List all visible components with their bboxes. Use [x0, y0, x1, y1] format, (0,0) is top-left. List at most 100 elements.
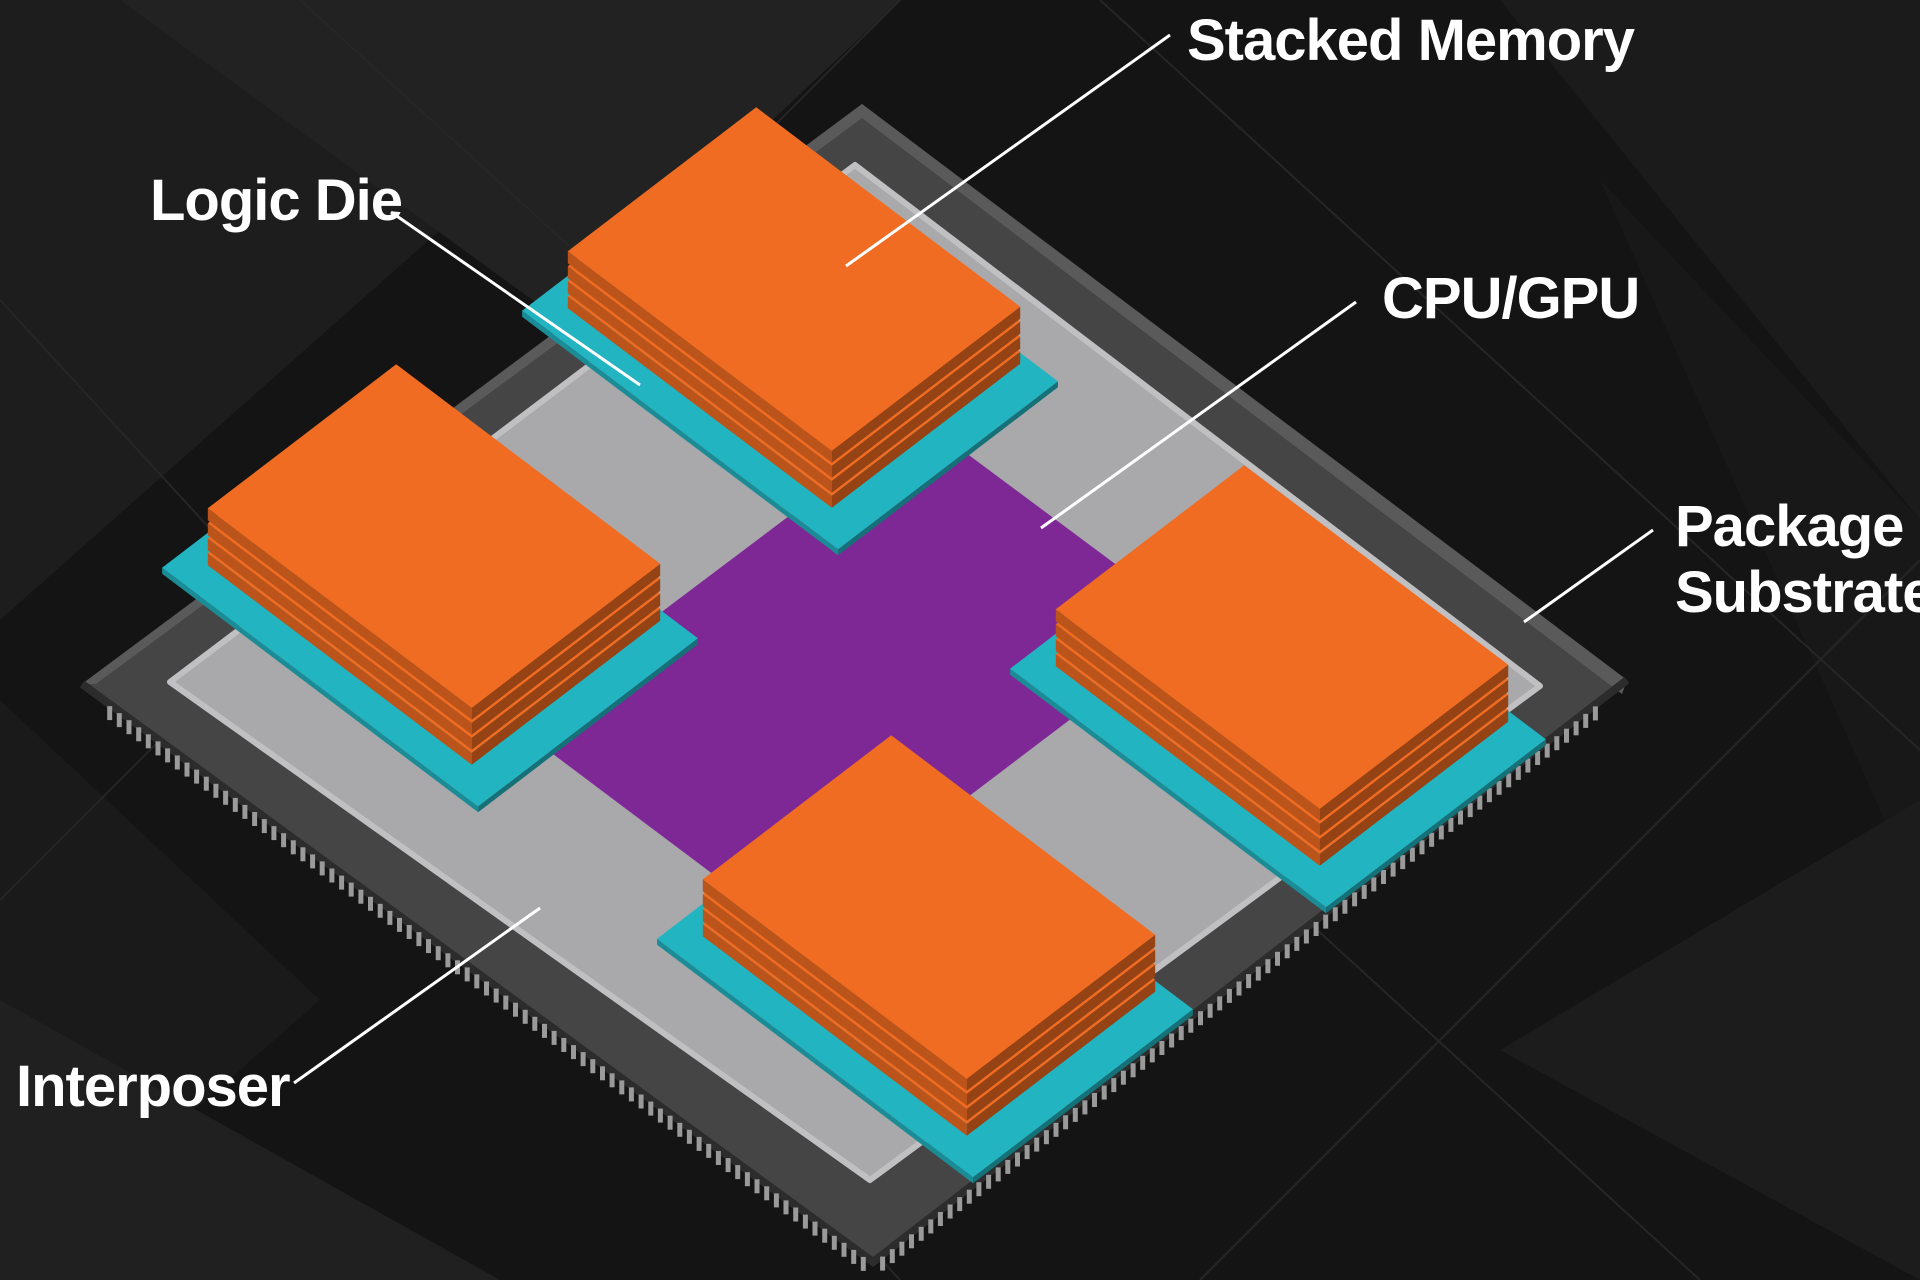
memory-layer-front-face: [702, 879, 967, 1091]
package-pin: [513, 1002, 518, 1017]
memory-layer-side-face: [831, 306, 1021, 463]
package-pin: [619, 1080, 625, 1095]
memory-stacks: [162, 107, 1546, 1184]
package-pin: [1063, 1115, 1069, 1130]
package-pin: [290, 840, 296, 855]
package-pin: [744, 1172, 750, 1187]
package-pin: [841, 1242, 847, 1257]
package-pin: [889, 1249, 895, 1264]
memory-layer-side-face: [471, 593, 661, 750]
package-pin: [1390, 862, 1396, 877]
memory-layer-side-face: [966, 949, 1156, 1106]
package-pin: [1092, 1093, 1097, 1107]
logic-die-side-face: [973, 1009, 1193, 1184]
package-pin: [1486, 788, 1492, 803]
package-pin: [1140, 1055, 1146, 1070]
package-pin: [986, 1174, 992, 1189]
memory-layer-side-face: [1319, 709, 1509, 866]
package-pin: [1409, 847, 1415, 862]
package-pin: [1400, 855, 1406, 870]
package-pin: [1583, 713, 1589, 728]
package-pin: [1477, 795, 1483, 810]
memory-layer-front-face: [702, 924, 967, 1136]
package-pin: [831, 1235, 837, 1250]
package-pin: [1130, 1063, 1136, 1078]
package-pin: [628, 1087, 634, 1102]
package-pin: [184, 762, 190, 777]
logic-die-front-face: [162, 567, 479, 813]
package-pin: [1149, 1048, 1155, 1063]
memory-layer-front-face: [207, 553, 472, 765]
package-pin: [851, 1249, 857, 1264]
package-pin: [1458, 810, 1463, 825]
memory-layer-side-face: [1319, 664, 1509, 821]
package-pin: [484, 981, 489, 996]
memory-layer-front-face: [567, 266, 832, 478]
package-pin: [580, 1052, 586, 1067]
memory-layer-front-face: [567, 281, 832, 493]
memory-layer-front-face: [567, 251, 832, 463]
memory-stack-3: [1010, 465, 1546, 914]
package-pin: [203, 776, 209, 791]
package-pin: [300, 847, 306, 862]
package-pin: [1467, 803, 1473, 818]
package-pin: [1361, 884, 1367, 899]
package-pin: [1034, 1137, 1040, 1152]
memory-layer-front-face: [207, 538, 472, 750]
package-pin: [571, 1045, 576, 1060]
package-pin: [696, 1136, 702, 1151]
package-pin: [812, 1221, 818, 1236]
memory-layer-side-face: [966, 979, 1156, 1136]
package-pin: [1265, 959, 1271, 974]
memory-layer-top-face: [567, 107, 1021, 451]
memory-layer-front-face: [207, 508, 472, 720]
package-pin: [1342, 899, 1348, 914]
package-pin: [1120, 1070, 1126, 1085]
memory-stack-4: [657, 735, 1193, 1184]
package-pin: [918, 1226, 924, 1241]
package-pin: [966, 1189, 972, 1204]
interposer-leader-line: [293, 906, 541, 1085]
package-pin: [319, 861, 325, 876]
package-pin: [754, 1179, 760, 1194]
package-pin: [1323, 914, 1329, 929]
package-pin: [542, 1023, 547, 1038]
package-pin: [242, 804, 248, 819]
memory-layer-front-face: [567, 296, 832, 508]
package-pin: [909, 1234, 914, 1249]
package-pin: [281, 833, 287, 848]
package-pin: [600, 1066, 605, 1081]
package-pin: [1496, 780, 1502, 795]
package-pin: [1198, 1011, 1203, 1026]
package-pin: [1352, 892, 1358, 907]
package-pin: [551, 1030, 557, 1045]
package-pin: [860, 1256, 866, 1271]
package-pin: [1371, 877, 1377, 892]
package-pin: [561, 1038, 567, 1052]
package-pin: [406, 925, 412, 939]
package-pin: [252, 812, 258, 826]
package-pin: [1381, 870, 1386, 884]
package-pin: [648, 1101, 654, 1116]
package-pin: [657, 1108, 663, 1123]
memory-layer-side-face: [1319, 694, 1509, 851]
memory-layer-side-face: [471, 608, 661, 765]
package-pin: [1236, 981, 1242, 996]
package-pin: [1544, 743, 1550, 758]
package-pin: [464, 967, 470, 982]
package-pin: [165, 748, 171, 763]
package-pin: [609, 1073, 615, 1088]
logic-die-front-face: [522, 310, 839, 556]
package-pin: [416, 932, 422, 947]
stacked-memory-leader-line: [845, 33, 1171, 268]
memory-layer-side-face: [831, 321, 1021, 478]
memory-stack-2: [162, 364, 698, 813]
package-pin: [1515, 765, 1521, 780]
package-pin: [880, 1256, 886, 1271]
package-pin: [725, 1158, 731, 1173]
package-pin: [1438, 825, 1444, 840]
package-pin: [1554, 736, 1560, 751]
